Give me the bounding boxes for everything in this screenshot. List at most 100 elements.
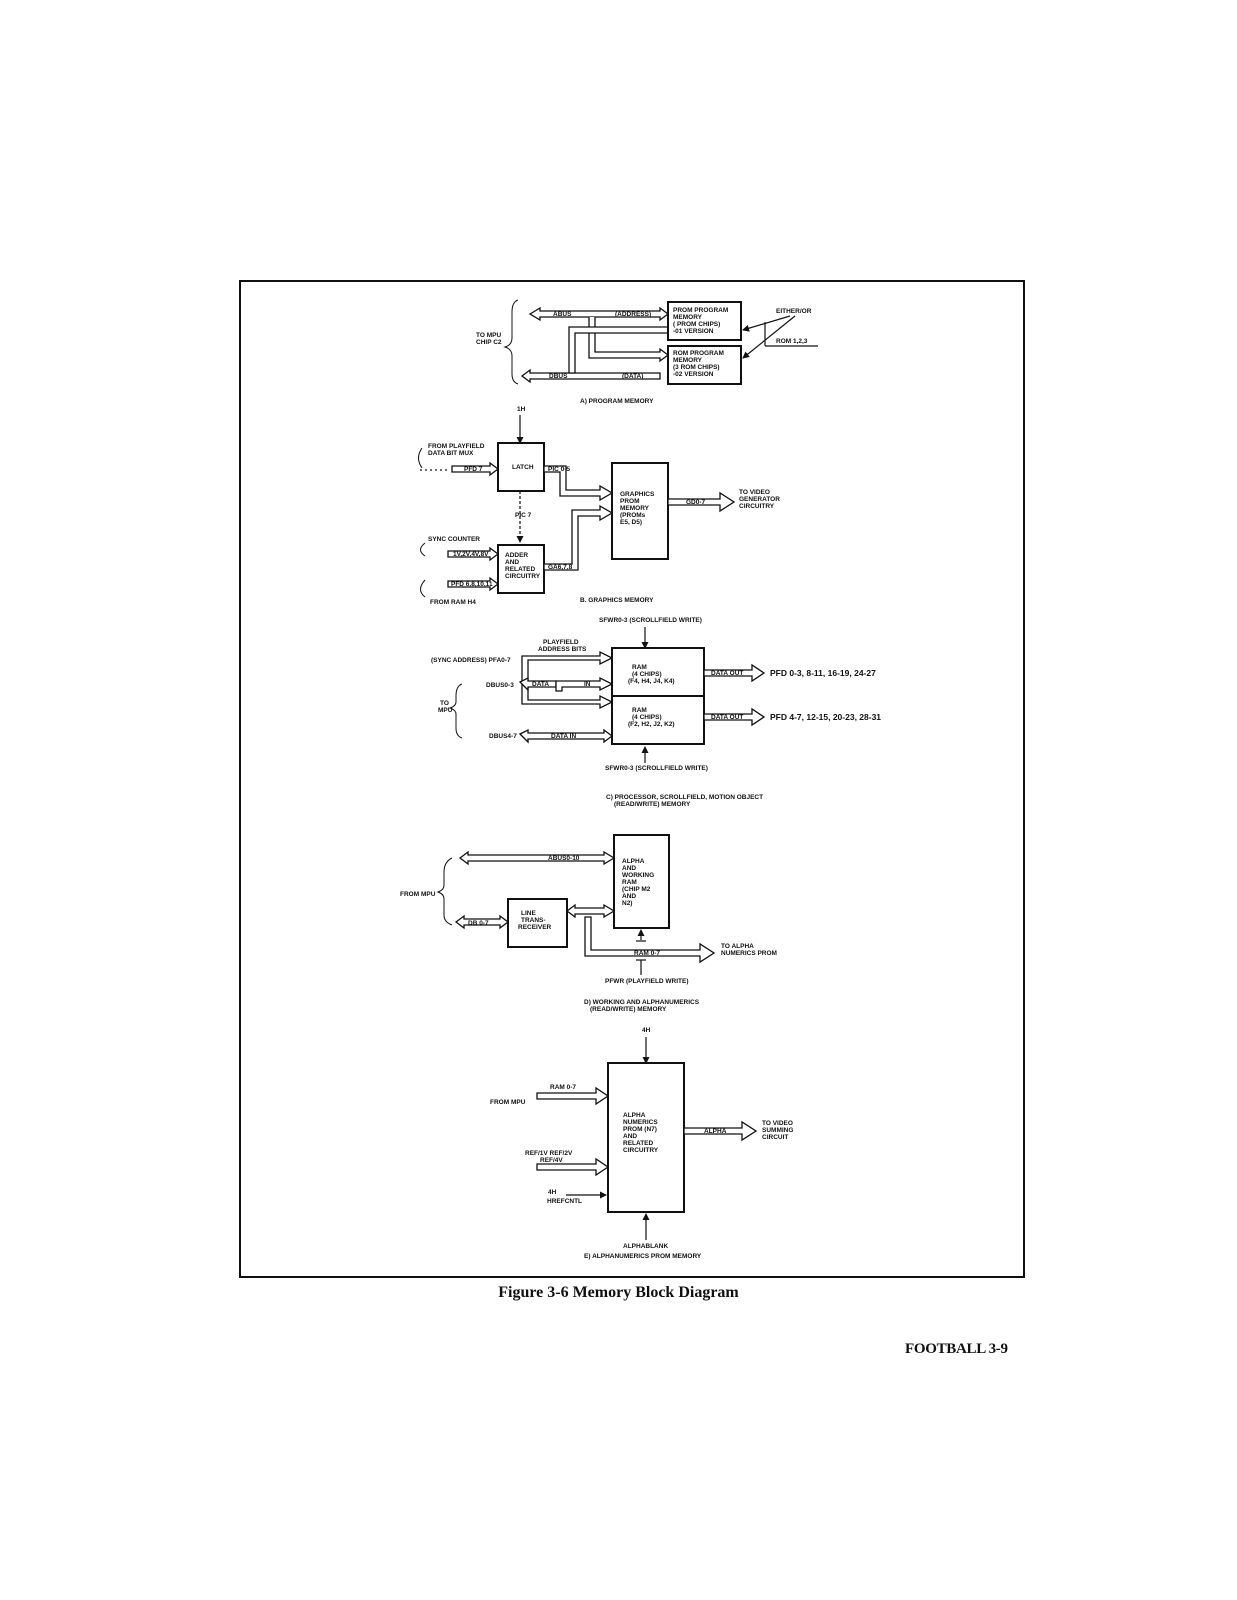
to-mpu-c-2: MPU [438,707,453,714]
alpha-prom-dest-2: NUMERICS PROM [721,950,777,957]
to-mpu-label: TO MPU [476,332,501,339]
pfd7-bus [451,461,500,477]
data-lo-label: DATA [532,681,549,688]
sync-counter-label: SYNC COUNTER [428,536,480,543]
sync-bits-label: 1V,2V,4V,8V [453,551,489,558]
rom-box-line-4: -02 VERSION [673,371,714,378]
adder-line-3: RELATED [505,566,536,573]
either-or-label: EITHER/OR [776,308,812,315]
pfwr-label: PFWR (PLAYFIELD WRITE) [605,978,689,985]
alpha-out-label: ALPHA [704,1128,727,1135]
graphics-prom-line-3: MEMORY [620,505,650,512]
ram-top-line-3: (F4, H4, J4, K4) [628,678,675,685]
section-d-caption-2: (READ/WRITE) MEMORY [590,1006,667,1013]
alpha-prom-line-6: CIRCUITRY [623,1147,659,1154]
ram-d-line-7: N2) [622,900,632,907]
rom-program-memory-box [667,345,742,385]
summing-dest-2: SUMMING [762,1127,793,1134]
section-c-caption-1: C) PROCESSOR, SCROLLFIELD, MOTION OBJECT [606,794,763,801]
ga-bus [543,504,614,571]
line-trans-receiver-box [507,898,568,948]
trans-ram-bus [565,903,616,919]
alpha-numerics-prom-box [607,1062,685,1213]
pic-out-label: PIC 0-5 [548,466,570,473]
sfwr-bottom-label: SFWR0-3 (SCROLLFIELD WRITE) [605,765,708,772]
ram-bottom-box [611,695,705,745]
abus-branch-rom [588,317,670,363]
dbus-lo-label: DBUS0-3 [486,682,514,689]
graphics-prom-line-2: PROM [620,498,640,505]
to-mpu-c-1: TO [440,700,449,707]
section-a-caption: A) PROGRAM MEMORY [580,398,654,405]
pf-address-2: ADDRESS BITS [538,646,587,653]
dbus-bus [520,368,661,384]
alpha-prom-line-1: ALPHA [623,1112,646,1119]
ga-label: GA6,7,8 [548,564,573,571]
ram-d-line-3: WORKING [622,872,654,879]
prom-box-line-1: PROM PROGRAM [673,307,728,314]
alpha-prom-line-4: AND [623,1133,637,1140]
ram-d-out-bus [584,916,716,964]
data-out-top-bus [703,663,766,683]
sync-bits-bus [447,546,500,562]
latch-box [497,442,545,492]
playfield-src-1: FROM PLAYFIELD [428,443,485,450]
section-d-working-memory: FROM MPU ABUS0-10 DB 0-7 LINE TRANS- REC… [400,834,777,1013]
adder-line-2: AND [505,559,519,566]
graphics-prom-box [611,462,669,560]
abus-label: ABUS [553,311,572,318]
section-e-caption: E) ALPHANUMERICS PROM MEMORY [584,1253,702,1260]
summing-dest-1: TO VIDEO [762,1120,793,1127]
trans-line-2: TRANS- [521,917,546,924]
alpha-working-ram-box [613,834,670,929]
pfd-top-label: PFD 0-3, 8-11, 16-19, 24-27 [770,668,876,678]
rom-select-label: ROM 1,2,3 [776,338,808,345]
ram-d-line-1: ALPHA [622,858,645,865]
figure-caption: Figure 3-6 Memory Block Diagram [498,1284,739,1301]
dbus-branch-prom [568,326,668,374]
ram-bottom-line-1: RAM [632,707,647,714]
pic7-label: PIC 7 [515,512,532,519]
page-footer: FOOTBALL 3-9 [905,1341,1008,1357]
ram-d-line-2: AND [622,865,636,872]
dbus-hi-label: DBUS4-7 [489,733,517,740]
section-b-caption: B. GRAPHICS MEMORY [580,597,654,604]
alpha-prom-line-2: NUMERICS [623,1119,658,1126]
prom-box-line-3: ( PROM CHIPS) [673,321,720,328]
graphics-prom-line-5: E5, D5) [620,519,642,526]
ram-d-line-6: AND [622,893,636,900]
summing-dest-3: CIRCUIT [762,1134,788,1141]
ref-label-2: REF/4V [540,1157,563,1164]
from-ram-label: FROM RAM H4 [430,599,476,606]
latch-label: LATCH [512,464,534,471]
address-label: (ADDRESS) [615,311,651,318]
sfwr-top-label: SFWR0-3 (SCROLLFIELD WRITE) [599,617,702,624]
4h-top-label: 4H [642,1027,651,1034]
in-lo-label: IN [584,681,591,688]
abus-d-label: ABUS0-10 [548,855,580,862]
from-mpu-e-label: FROM MPU [490,1099,526,1106]
ram-e-label: RAM 0-7 [550,1084,576,1091]
1h-input-label: 1H [517,406,526,413]
data-in-lo-bus [555,676,614,692]
ram-top-line-1: RAM [632,664,647,671]
ram-bottom-line-2: (4 CHIPS) [632,714,662,721]
ram-d-line-4: RAM [622,879,637,886]
section-b-graphics-memory: 1H FROM PLAYFIELD DATA BIT MUX PFD 7 LAT… [418,406,780,606]
ref-label-1: REF/1V REF/2V [525,1150,573,1157]
pfd7-label: PFD 7 [464,466,483,473]
gd-label: GD0-7 [686,499,706,506]
section-e-alphanumerics-prom: 4H FROM MPU RAM 0-7 REF/1V REF/2V REF/4V… [490,1027,793,1260]
playfield-src-2: DATA BIT MUX [428,450,474,457]
pfa-bus [521,650,614,710]
mpu-brace-a [503,299,519,385]
prom-box-line-4: -01 VERSION [673,328,714,335]
pfd-bits-label: PFD 6,8,10,11 [451,581,493,588]
ref-bus [536,1157,610,1177]
data-out-bottom-label: DATA OUT [711,714,743,721]
alpha-out-bus [683,1120,758,1142]
alphablank-label: ALPHABLANK [623,1243,668,1250]
alpha-prom-line-5: RELATED [623,1140,654,1147]
video-dest-1: TO VIDEO [739,489,770,496]
hrefcntl-label: HREFCNTL [547,1198,582,1205]
